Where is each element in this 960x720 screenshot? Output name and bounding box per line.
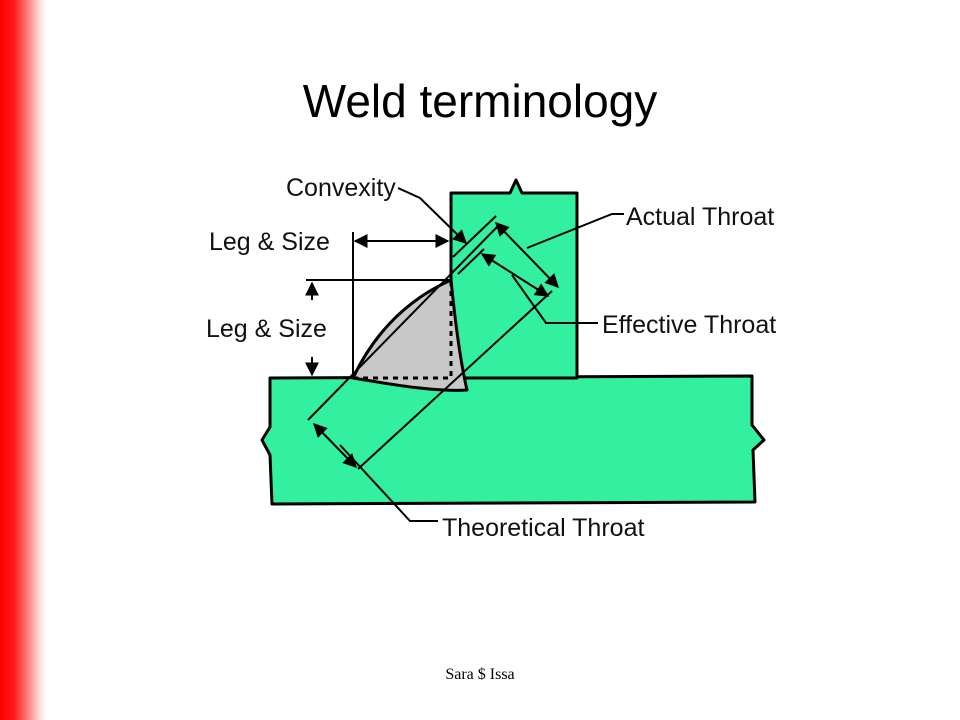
actual-throat-leader [526, 213, 624, 249]
label-actual-throat: Actual Throat [626, 203, 774, 231]
weld-theoretical-triangle [353, 280, 453, 380]
effective-throat-leader [511, 274, 598, 324]
base-plate [260, 374, 766, 506]
convexity-leader [397, 187, 468, 244]
left-accent-bar [0, 0, 46, 720]
label-effective-throat: Effective Throat [602, 311, 776, 339]
label-leg-size-side: Leg & Size [206, 315, 327, 343]
label-theoretical-throat: Theoretical Throat [442, 514, 644, 542]
theoretical-throat-dim [313, 422, 357, 469]
effective-throat-ext [457, 248, 485, 275]
theoretical-throat-leader [339, 444, 438, 522]
theoretical-throat-ext-a [357, 290, 553, 470]
slide-title: Weld terminology [302, 75, 658, 127]
actual-throat-ext [452, 215, 497, 258]
label-convexity: Convexity [286, 174, 396, 202]
weld-bead [351, 278, 469, 392]
slide-footer: Sara $ Issa [445, 666, 515, 683]
label-leg-size-top: Leg & Size [209, 228, 330, 256]
effective-throat-dim [480, 253, 550, 297]
theoretical-throat-ext-b [307, 225, 499, 421]
